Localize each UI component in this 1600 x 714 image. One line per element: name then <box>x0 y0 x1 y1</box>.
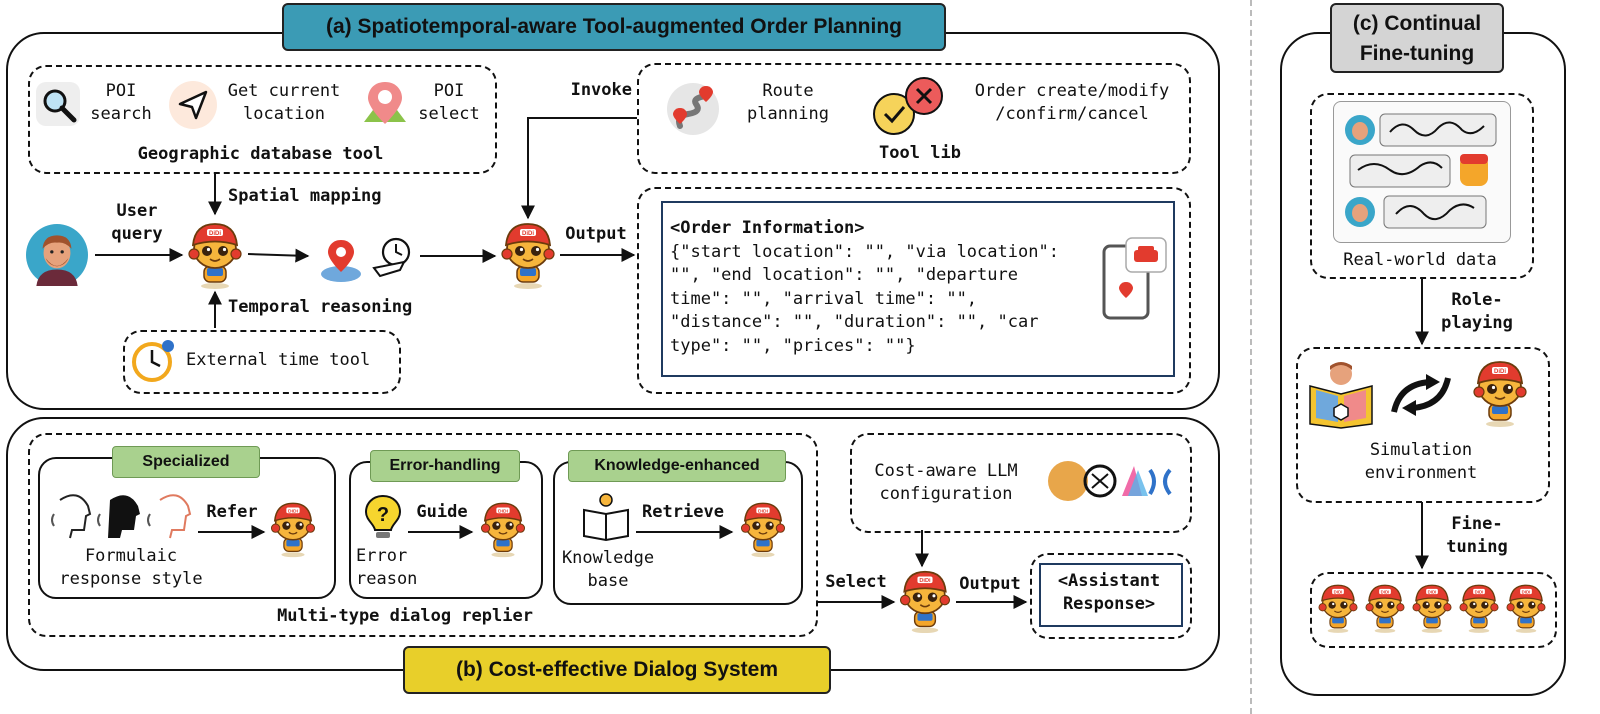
svg-text:?: ? <box>377 504 389 526</box>
navigation-icon <box>168 80 218 130</box>
cost-aware-llm-label: Cost-aware LLM configuration <box>874 461 1018 504</box>
specialized-caption: Formulaic response style <box>59 546 203 589</box>
panel-a-arrows <box>95 117 637 328</box>
panel-a-title: (a) Spatiotemporal-aware Tool-augmented … <box>282 3 946 51</box>
phone-car-icon <box>1100 236 1170 320</box>
user-query-label: User query <box>111 201 163 244</box>
map-pin-icon <box>360 78 410 130</box>
book-icon <box>580 492 632 542</box>
error-handling-tag: Error-handling <box>370 450 520 482</box>
external-time-tool-label: External time tool <box>186 350 371 370</box>
order-information-heading: <Order Information> <box>670 218 865 238</box>
llm-logos-icon <box>1044 456 1174 506</box>
model-robot-icon <box>1504 582 1548 634</box>
knowledge-tag: Knowledge-enhanced <box>568 450 786 482</box>
get-location-label: Get current location <box>227 81 341 124</box>
confirm-cancel-icon <box>872 77 948 138</box>
speaking-heads-icon <box>48 490 198 540</box>
tool-lib-caption: Tool lib <box>879 143 961 163</box>
order-info-line: type": "", "prices": ""} <box>670 336 916 356</box>
assistant-response-label: <Assistant Response> <box>1057 571 1161 614</box>
refer-label: Refer <box>206 502 258 522</box>
guide-label: Guide <box>416 502 468 522</box>
model-robot-icon <box>1363 582 1407 634</box>
replier-caption: Multi-type dialog replier <box>277 606 533 626</box>
simulation-environment-label: Simulation environment <box>1364 440 1478 483</box>
order-info-line: "distance": "", "duration": "", "car <box>670 312 1039 332</box>
panel-b-title: (b) Cost-effective Dialog System <box>403 646 831 694</box>
real-world-data-label: Real-world data <box>1343 250 1497 270</box>
role-playing-label: Role- playing <box>1441 290 1513 333</box>
search-icon <box>34 80 82 128</box>
assistant-response-panel <box>1039 563 1183 627</box>
panel-divider <box>1250 0 1252 714</box>
order-tools-label: Order create/modify /confirm/cancel <box>974 81 1170 124</box>
model-robot-icon <box>1457 582 1501 634</box>
order-info-line: "", "end location": "", "departure <box>670 265 1018 285</box>
output-label-a: Output <box>565 224 627 244</box>
output-label-b: Output <box>959 574 1021 594</box>
specialized-tag: Specialized <box>112 446 260 478</box>
geo-database-box <box>28 65 497 174</box>
route-icon <box>666 82 720 136</box>
dialog-logs-icon <box>1344 108 1504 238</box>
error-caption: Error reason <box>356 546 418 589</box>
reader-icon <box>1306 360 1376 429</box>
spatial-mapping-label: Spatial mapping <box>228 186 382 206</box>
geo-database-caption: Geographic database tool <box>137 144 384 164</box>
clock-icon <box>130 336 178 384</box>
order-information-panel <box>661 201 1175 377</box>
retrieve-label: Retrieve <box>642 502 724 522</box>
question-bulb-icon: ? <box>360 492 406 540</box>
order-info-line: time": "", "arrival time": "", <box>670 289 978 309</box>
temporal-reasoning-label: Temporal reasoning <box>228 297 413 317</box>
location-pin-icon <box>318 238 364 284</box>
select-label: Select <box>825 572 887 592</box>
poi-select-label: POI select <box>418 81 480 124</box>
invoke-label: Invoke <box>570 80 632 100</box>
panel-c-title: (c) Continual Fine-tuning <box>1330 3 1504 73</box>
fine-tuning-label: Fine- tuning <box>1446 514 1508 557</box>
poi-search-label: POI search <box>90 81 152 124</box>
model-robot-icon <box>1316 582 1360 634</box>
order-info-line: {"start location": "", "via location": <box>670 242 1059 262</box>
knowledge-caption: Knowledge base <box>561 548 655 591</box>
panel-b-arrows <box>198 525 1028 609</box>
model-robot-icon <box>1410 582 1454 634</box>
time-travel-icon <box>370 236 414 282</box>
route-planning-label: Route planning <box>747 81 829 124</box>
exchange-arrows-icon <box>1386 372 1456 418</box>
panel-c-arrows <box>1415 278 1429 570</box>
